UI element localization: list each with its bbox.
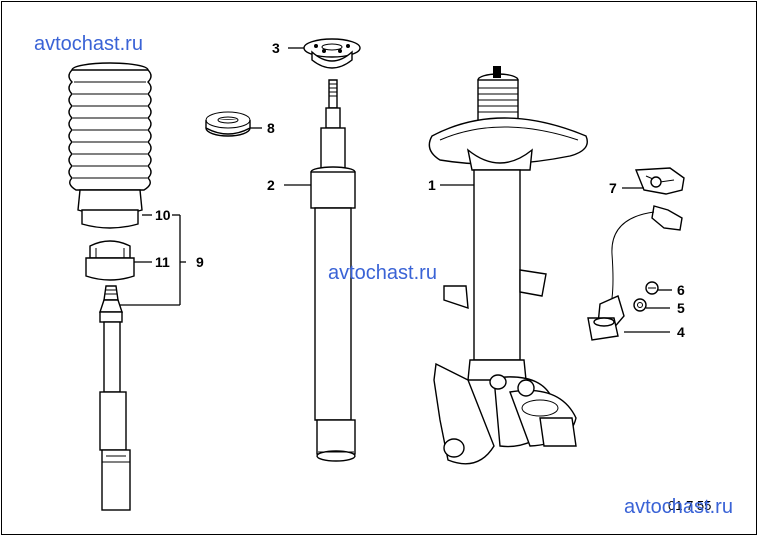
watermark-text: avtochast.ru xyxy=(328,262,437,284)
callout-9: 9 xyxy=(196,254,204,270)
wear-sensor-clip[interactable] xyxy=(634,167,685,195)
watermark-text: avtochast.ru xyxy=(624,496,733,518)
shock-absorber[interactable] xyxy=(310,79,356,462)
bump-stop[interactable] xyxy=(85,240,135,281)
diagram-frame xyxy=(1,1,757,535)
callout-10: 10 xyxy=(155,207,171,223)
spring-strut[interactable] xyxy=(428,66,588,465)
callout-3: 3 xyxy=(272,40,280,56)
callout-5: 5 xyxy=(677,300,685,316)
strut-mount[interactable] xyxy=(303,38,361,69)
watermark-text: avtochast.ru xyxy=(34,33,143,55)
callout-2: 2 xyxy=(267,177,275,193)
washer[interactable] xyxy=(633,298,647,312)
callout-6: 6 xyxy=(677,282,685,298)
callout-8: 8 xyxy=(267,120,275,136)
callout-4: 4 xyxy=(677,324,685,340)
damper-insert[interactable] xyxy=(99,285,131,511)
callout-1: 1 xyxy=(428,177,436,193)
bearing-ring[interactable] xyxy=(205,111,251,137)
diagram-code: 01 7 55 xyxy=(668,498,711,513)
wear-sensor-cable[interactable] xyxy=(587,205,683,341)
dust-boot[interactable] xyxy=(68,62,152,229)
callout-7: 7 xyxy=(609,180,617,196)
screw[interactable] xyxy=(645,281,659,295)
callout-11: 11 xyxy=(155,254,170,270)
